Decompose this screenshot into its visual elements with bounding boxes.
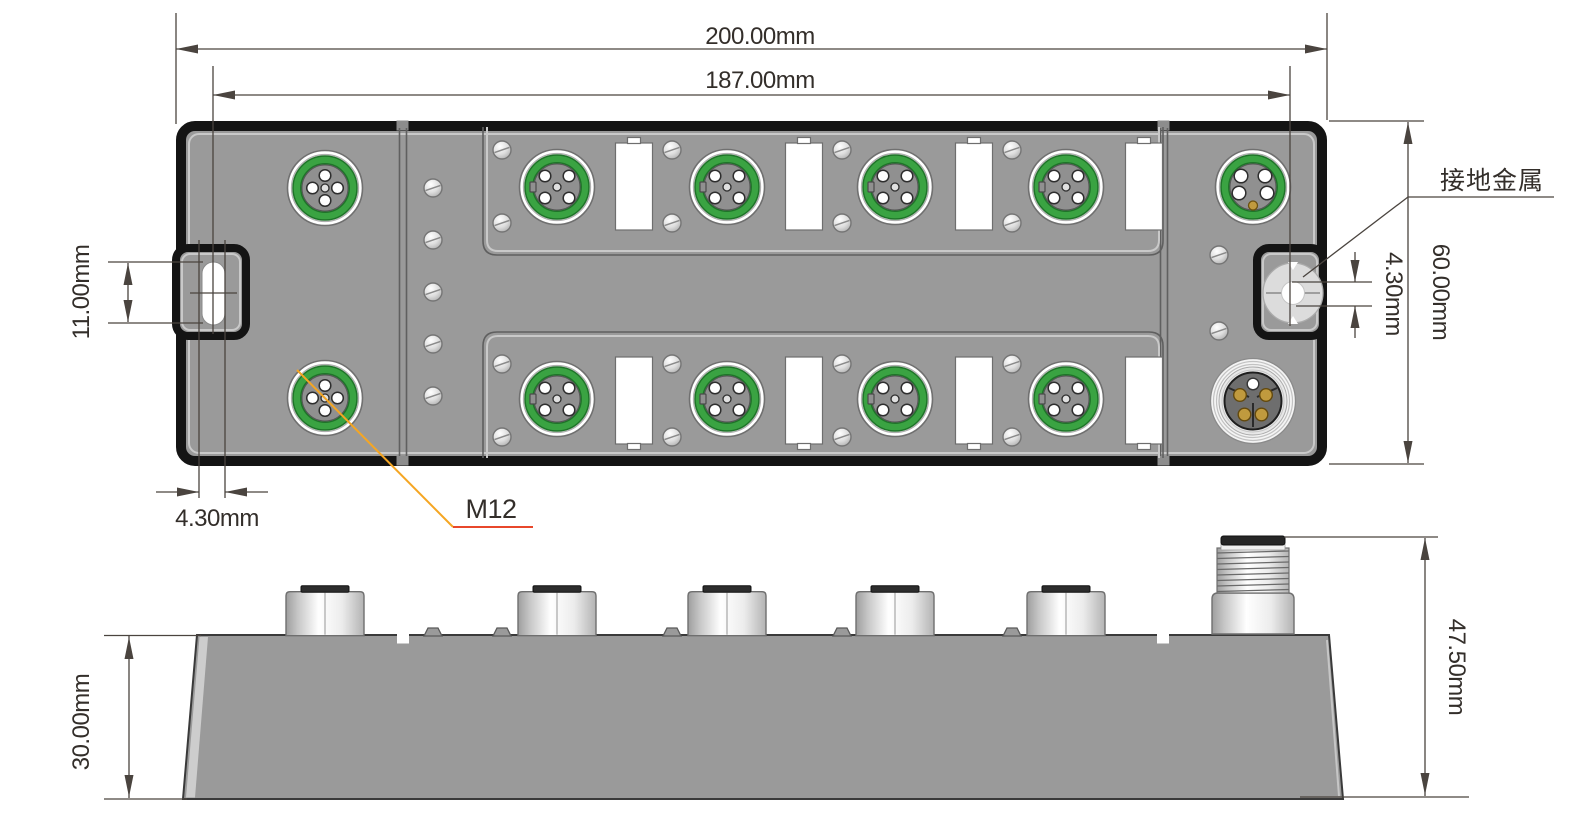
dim-ground-offset-label: 4.30mm [1380, 252, 1407, 336]
m12-connector [858, 362, 933, 437]
m12-connector [288, 151, 363, 226]
m12-callout: M12 [296, 369, 533, 528]
screw [662, 427, 682, 447]
ground-metal-callout: 接地金属 [1302, 167, 1554, 278]
screw [1002, 427, 1022, 447]
blank-plate [954, 356, 994, 451]
dim-total-width: 200.00mm [175, 13, 1328, 124]
dim-body-height: 60.00mm [1329, 120, 1454, 465]
seam-notch [1157, 634, 1169, 644]
m12-connector [1029, 362, 1104, 437]
m12-connector [520, 150, 595, 225]
dim-slot-offset: 4.30mm [156, 240, 268, 532]
screw-profile [832, 627, 852, 637]
screw [1209, 321, 1229, 341]
screw [423, 178, 443, 198]
dim-body-height-label: 60.00mm [1427, 244, 1454, 341]
dim-side-body-height: 30.00mm [68, 634, 201, 800]
screw [492, 354, 512, 374]
blank-plate [784, 356, 824, 451]
m12-connector-power [1209, 357, 1297, 445]
m12-connector [520, 362, 595, 437]
screw [662, 354, 682, 374]
screw [423, 334, 443, 354]
connector-profile [855, 585, 935, 637]
screw [423, 230, 443, 250]
connector-profile [285, 585, 365, 637]
side-view [181, 535, 1345, 800]
dim-mount-span: 187.00mm [212, 66, 1291, 334]
dim-side-body-height-label: 30.00mm [68, 674, 95, 771]
side-bevel-right [1326, 639, 1340, 797]
screw [1002, 354, 1022, 374]
top-view [172, 120, 1327, 466]
screw [492, 140, 512, 160]
dim-ground-offset: 4.30mm [1292, 252, 1407, 338]
blank-plate [954, 136, 994, 231]
seam-notch [397, 634, 409, 644]
connector-profile [687, 585, 767, 637]
m12-connector [690, 362, 765, 437]
screw [832, 140, 852, 160]
screw [832, 427, 852, 447]
screw [423, 386, 443, 406]
dimensions-top-view: 200.00mm 187.00mm 11.00mm 4.30mm [68, 13, 1554, 532]
screw [1209, 245, 1229, 265]
m12-connector-bus [1216, 150, 1291, 225]
dim-slot-height: 11.00mm [68, 245, 237, 340]
screw [1002, 213, 1022, 233]
connector-profile [517, 585, 597, 637]
m12-label: M12 [465, 494, 516, 524]
dim-side-total-height: 47.50mm [1284, 536, 1470, 798]
ground-washer [1262, 262, 1324, 324]
screw [662, 140, 682, 160]
m12-connector [1029, 150, 1104, 225]
screw-profile [1002, 627, 1022, 637]
dim-side-total-height-label: 47.50mm [1443, 619, 1470, 716]
dim-slot-height-label: 11.00mm [68, 245, 95, 340]
blank-plate [1124, 356, 1164, 451]
dim-slot-offset-label: 4.30mm [175, 505, 259, 532]
panel-bottom [482, 331, 1164, 458]
screw-profile [662, 627, 682, 637]
power-connector-profile [1211, 535, 1295, 635]
blank-plate [784, 136, 824, 231]
blank-plate [614, 136, 654, 231]
dimensions-side-view: 30.00mm 47.50mm [68, 536, 1470, 800]
screw [832, 213, 852, 233]
blank-plate [1124, 136, 1164, 231]
connector-profile [1026, 585, 1106, 637]
screw [492, 213, 512, 233]
dim-mount-span-label: 187.00mm [705, 67, 814, 94]
m12-connector [858, 150, 933, 225]
ground-metal-label: 接地金属 [1440, 167, 1544, 195]
m12-connector [690, 150, 765, 225]
side-bevel-left [186, 637, 208, 798]
screw [662, 213, 682, 233]
panel-top [482, 127, 1164, 256]
screw [832, 354, 852, 374]
dim-total-width-label: 200.00mm [705, 23, 814, 50]
module-body-side [181, 634, 1345, 800]
blank-plate [614, 356, 654, 451]
screw-profile [492, 627, 512, 637]
screw [1002, 140, 1022, 160]
body-seam-left [396, 120, 409, 466]
screw-profile [423, 627, 443, 637]
screw [492, 427, 512, 447]
screw [423, 282, 443, 302]
